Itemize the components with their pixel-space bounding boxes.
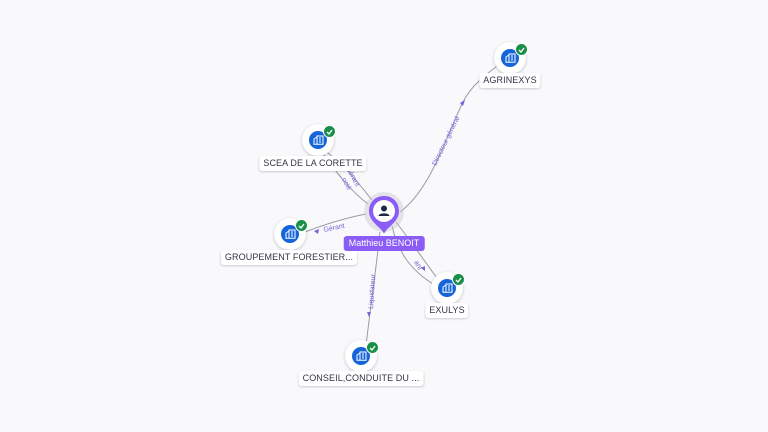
company-label-groupement-forestier[interactable]: GROUPEMENT FORESTIER... [220,250,358,265]
company-node-agrinexys[interactable] [494,42,530,78]
company-node-exulys[interactable] [431,272,467,308]
relation-label-liquidateur: Liquidateur [368,273,377,309]
person-icon [369,196,399,234]
check-icon [452,273,465,286]
relation-label-gerant-groupement: Gérant [323,223,345,234]
building-icon [438,279,456,297]
relation-label-directeur: Directeur général [432,115,462,167]
relation-label-exulys: ant [412,260,423,272]
arrow-agrinexys [460,100,465,106]
arrow-exulys [421,266,425,271]
edge-exulys-2 [391,225,437,287]
check-icon [366,341,379,354]
building-icon [352,347,370,365]
company-node-conseil-conduite[interactable] [345,340,381,376]
building-icon [281,225,299,243]
company-label-exulys[interactable]: EXULYS [425,303,469,318]
check-icon [295,219,308,232]
edge-scea-1 [323,149,373,201]
company-label-agrinexys[interactable]: AGRINEXYS [479,73,541,88]
person-node[interactable] [364,192,404,238]
arrow-groupement [314,229,319,234]
company-label-scea-de-la-corette[interactable]: SCEA DE LA CORETTE [259,156,367,171]
arrow-conseil [367,312,371,317]
check-icon [323,125,336,138]
building-icon [309,131,327,149]
company-node-scea-de-la-corette[interactable] [302,124,338,160]
person-label[interactable]: Matthieu BENOIT [343,236,425,251]
company-label-conseil-conduite[interactable]: CONSEIL,CONDUITE DU ... [298,371,424,386]
building-icon [501,49,519,67]
check-icon [515,43,528,56]
company-node-groupement-forestier[interactable] [274,218,310,254]
